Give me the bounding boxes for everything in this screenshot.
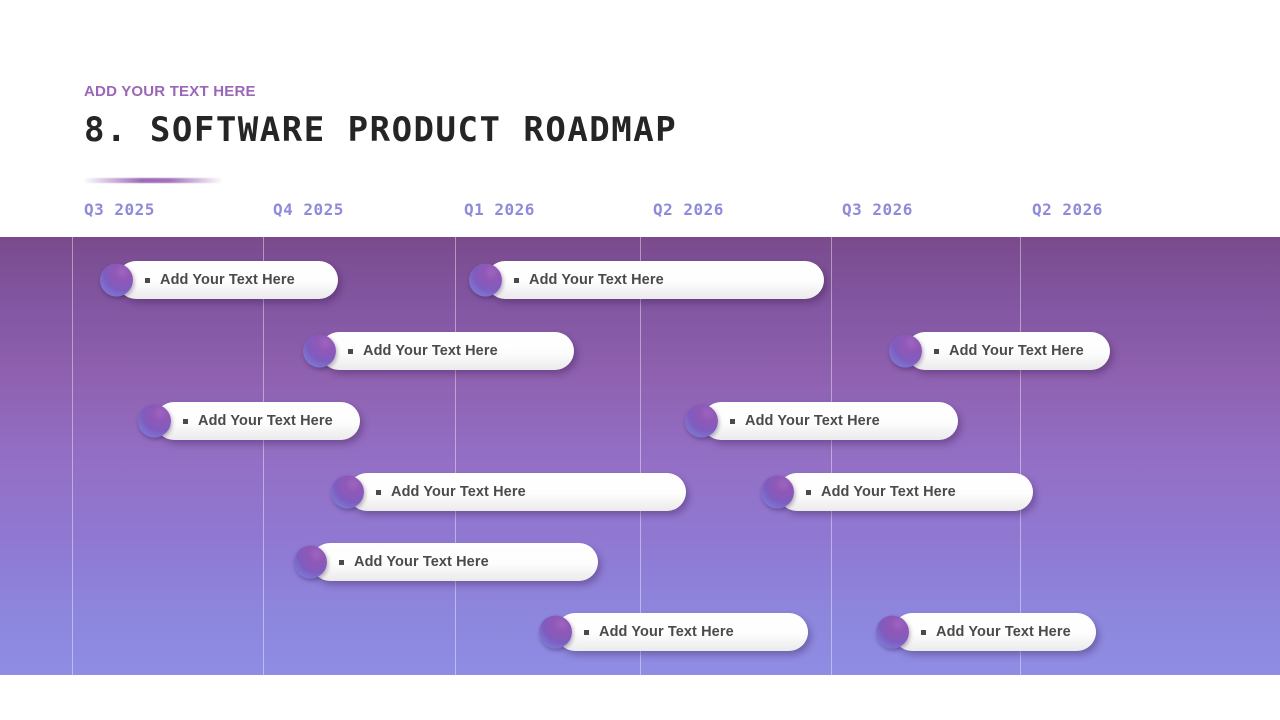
roadmap-card[interactable]: Add Your Text Here xyxy=(100,261,338,299)
axis-label-3: Q1 2026 xyxy=(464,200,535,219)
roadmap-card[interactable]: Add Your Text Here xyxy=(294,543,598,581)
milestone-circle-icon xyxy=(303,334,336,368)
roadmap-card[interactable]: Add Your Text Here xyxy=(469,261,824,299)
page-title: 8. SOFTWARE PRODUCT ROADMAP xyxy=(84,109,678,150)
milestone-circle-icon xyxy=(876,615,909,649)
milestone-circle-icon xyxy=(138,404,171,438)
roadmap-card-label: Add Your Text Here xyxy=(354,554,489,570)
milestone-circle-icon xyxy=(761,475,794,509)
bullet-square-icon xyxy=(514,277,519,283)
bullet-square-icon xyxy=(376,489,381,495)
roadmap-card[interactable]: Add Your Text Here xyxy=(539,613,808,651)
roadmap-card-label: Add Your Text Here xyxy=(949,343,1084,359)
axis-label-4: Q2 2026 xyxy=(653,200,724,219)
roadmap-card[interactable]: Add Your Text Here xyxy=(876,613,1096,651)
roadmap-card[interactable]: Add Your Text Here xyxy=(303,332,574,370)
milestone-circle-icon xyxy=(539,615,572,649)
roadmap-card[interactable]: Add Your Text Here xyxy=(685,402,958,440)
milestone-circle-icon xyxy=(685,404,718,438)
milestone-circle-icon xyxy=(469,263,502,297)
roadmap-card[interactable]: Add Your Text Here xyxy=(331,473,686,511)
roadmap-card-label: Add Your Text Here xyxy=(936,624,1071,640)
bullet-square-icon xyxy=(806,489,811,495)
axis-label-2: Q4 2025 xyxy=(273,200,344,219)
bullet-square-icon xyxy=(339,559,344,565)
roadmap-card-label: Add Your Text Here xyxy=(363,343,498,359)
bullet-square-icon xyxy=(183,418,188,424)
timeline-gridline-3 xyxy=(455,237,456,675)
bullet-square-icon xyxy=(348,348,353,354)
roadmap-card-label: Add Your Text Here xyxy=(599,624,734,640)
timeline-gridline-6 xyxy=(1020,237,1021,675)
axis-label-1: Q3 2025 xyxy=(84,200,155,219)
milestone-circle-icon xyxy=(294,545,327,579)
eyebrow-text: ADD YOUR TEXT HERE xyxy=(84,83,256,100)
bullet-square-icon xyxy=(584,629,589,635)
roadmap-card-label: Add Your Text Here xyxy=(529,272,664,288)
roadmap-card-label: Add Your Text Here xyxy=(198,413,333,429)
timeline-gridline-4 xyxy=(640,237,641,675)
bullet-square-icon xyxy=(730,418,735,424)
roadmap-card[interactable]: Add Your Text Here xyxy=(761,473,1033,511)
bullet-square-icon xyxy=(934,348,939,354)
milestone-circle-icon xyxy=(331,475,364,509)
milestone-circle-icon xyxy=(100,263,133,297)
axis-label-5: Q3 2026 xyxy=(842,200,913,219)
milestone-circle-icon xyxy=(889,334,922,368)
roadmap-card-label: Add Your Text Here xyxy=(745,413,880,429)
roadmap-card-label: Add Your Text Here xyxy=(391,484,526,500)
roadmap-card[interactable]: Add Your Text Here xyxy=(889,332,1110,370)
quarter-axis: Q3 2025 Q4 2025 Q1 2026 Q2 2026 Q3 2026 Q2 20… xyxy=(0,200,1280,234)
title-underline-accent xyxy=(84,178,222,183)
timeline-gridline-2 xyxy=(263,237,264,675)
slide-header: ADD YOUR TEXT HERE 8. SOFTWARE PRODUCT R… xyxy=(84,83,1184,150)
roadmap-card-label: Add Your Text Here xyxy=(160,272,295,288)
bullet-square-icon xyxy=(921,629,926,635)
timeline-gridline-5 xyxy=(831,237,832,675)
timeline-gridline-1 xyxy=(72,237,73,675)
roadmap-card[interactable]: Add Your Text Here xyxy=(138,402,360,440)
axis-label-6: Q2 2026 xyxy=(1032,200,1103,219)
roadmap-card-label: Add Your Text Here xyxy=(821,484,956,500)
bullet-square-icon xyxy=(145,277,150,283)
